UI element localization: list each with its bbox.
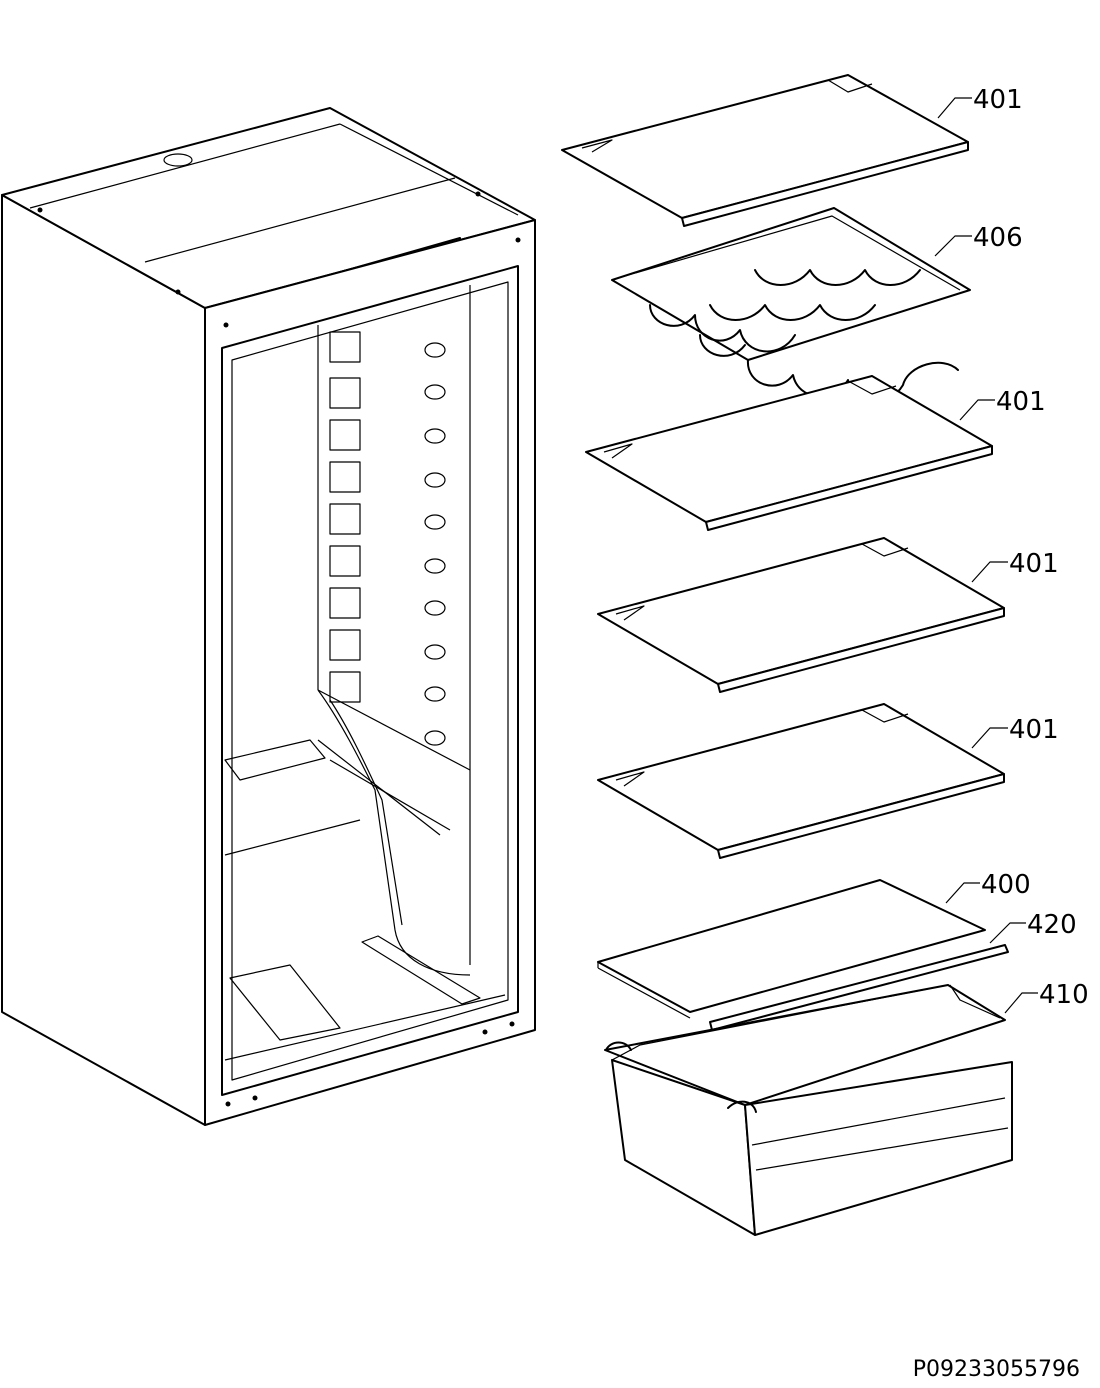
shelf-clips [424,342,446,746]
cover-trim [709,944,1009,1031]
callout-label-wine-rack: 406 [973,223,1023,253]
crisper-cover [597,879,986,1019]
callout-label-shelf-2: 401 [996,387,1046,417]
callout-label-cover-trim: 420 [1027,910,1077,940]
callout-leaders [934,97,1038,1014]
shelf-supports [329,331,361,703]
diagram-serial-number: P09233055796 [912,1357,1080,1382]
wine-rack [611,207,971,403]
callout-label-shelf-3: 401 [1009,549,1059,579]
glass-shelf-top [561,74,969,227]
crisper-drawer [604,984,1013,1236]
glass-shelf-4 [597,703,1005,859]
callout-label-shelf-4: 401 [1009,715,1059,745]
callout-labels: 401 406 401 401 401 400 420 410 [973,85,1089,1010]
refrigerator-cabinet [1,107,536,1126]
callout-label-crisper-cover: 400 [981,870,1031,900]
callout-label-crisper-drawer: 410 [1039,980,1089,1010]
glass-shelf-2 [585,375,993,531]
glass-shelf-3 [597,537,1005,693]
callout-label-shelf-top: 401 [973,85,1023,115]
